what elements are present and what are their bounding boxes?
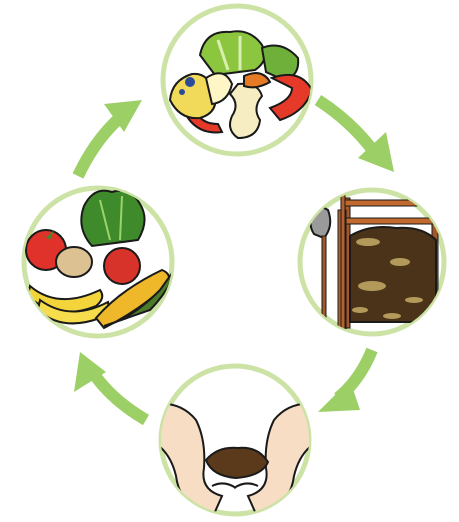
stage-fresh-produce: [24, 188, 180, 336]
arrow-left-to-top: [78, 100, 142, 176]
stage-soil-in-hands: [150, 366, 320, 514]
stage-compost-bin: [300, 158, 444, 336]
arrow-bottom-to-left: [74, 352, 146, 420]
arrow-top-to-right: [318, 100, 394, 172]
arrow-right-to-bottom: [318, 350, 372, 412]
stage-food-scraps: [163, 6, 312, 154]
